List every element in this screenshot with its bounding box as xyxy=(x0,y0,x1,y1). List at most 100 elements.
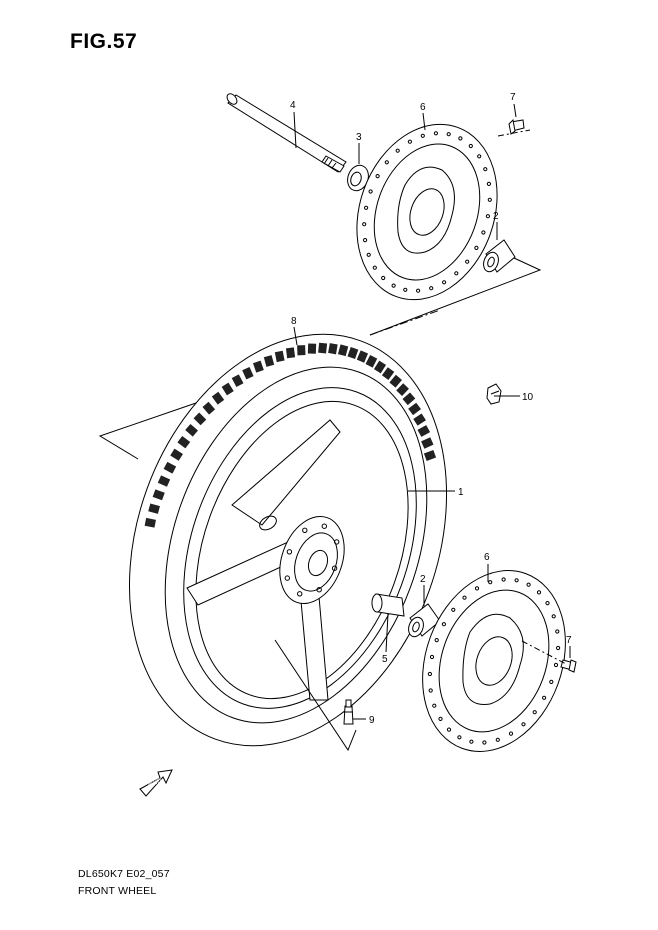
disc-hole xyxy=(372,265,377,270)
diagram-name: FRONT WHEEL xyxy=(78,885,157,897)
disc-hole xyxy=(555,629,560,634)
disc-hole xyxy=(556,645,561,651)
tread-block xyxy=(413,413,426,426)
disc-hole xyxy=(474,586,480,591)
tread-block xyxy=(177,435,191,449)
tread-block xyxy=(185,424,198,437)
callout-7-lower[interactable]: 7 xyxy=(566,635,572,646)
disc-hole xyxy=(488,580,493,585)
disc-hole xyxy=(391,283,396,288)
tread-block xyxy=(297,345,306,356)
callout-2-upper[interactable]: 2 xyxy=(493,211,499,222)
callout-5[interactable]: 5 xyxy=(382,654,388,665)
disc-hole xyxy=(286,549,293,555)
callout-7-upper[interactable]: 7 xyxy=(510,92,516,103)
disc-hole xyxy=(428,688,433,693)
tread-block xyxy=(285,347,296,359)
oil-seal[interactable] xyxy=(344,162,372,193)
tread-block xyxy=(318,342,328,354)
callout-4[interactable]: 4 xyxy=(290,100,296,111)
tread-block xyxy=(263,355,275,367)
callout-2-lower[interactable]: 2 xyxy=(420,574,426,585)
tread-block xyxy=(417,425,431,437)
disc-hole xyxy=(364,205,369,210)
disc-hole xyxy=(433,131,438,136)
leader-lines xyxy=(98,103,571,752)
callout-6-upper[interactable]: 6 xyxy=(420,102,426,113)
disc-hole xyxy=(446,727,452,732)
disc-hole xyxy=(451,607,456,612)
tread-block xyxy=(221,382,234,396)
tread-block xyxy=(389,374,402,388)
tread-block xyxy=(365,355,378,368)
disc-hole xyxy=(427,671,432,677)
tread-block xyxy=(144,517,156,528)
disc-hole xyxy=(429,286,434,291)
tread-block xyxy=(148,503,160,514)
callout-1[interactable]: 1 xyxy=(458,487,464,498)
tread-block xyxy=(396,383,409,396)
tread-block xyxy=(381,367,395,380)
tread-block xyxy=(408,402,422,416)
disc-hole xyxy=(403,287,408,292)
tread-block xyxy=(328,343,338,355)
disc-hole xyxy=(553,662,559,668)
tread-block xyxy=(211,391,225,405)
tread-block xyxy=(163,461,177,474)
balance-clip[interactable] xyxy=(486,383,502,405)
disc-hole xyxy=(366,252,371,257)
disc-hole xyxy=(474,245,479,250)
disc-hole xyxy=(434,638,439,643)
disc-hole xyxy=(362,222,367,227)
disc-hole xyxy=(526,582,531,587)
disc-hole xyxy=(420,133,425,138)
bearing-lower[interactable] xyxy=(406,603,441,639)
disc-hole xyxy=(375,174,380,179)
disc-hole xyxy=(407,139,412,144)
axle[interactable] xyxy=(225,92,347,173)
tread-block xyxy=(421,437,434,449)
brake-disc-upper[interactable] xyxy=(333,105,520,320)
figure-title: FIG.57 xyxy=(70,30,138,53)
disc-hole xyxy=(441,622,446,627)
disc-hole xyxy=(432,703,437,708)
disc-bolt-upper[interactable] xyxy=(508,118,525,135)
tread-block xyxy=(170,448,183,461)
disc-hole xyxy=(508,731,514,736)
tread-block xyxy=(402,392,416,406)
callout-3[interactable]: 3 xyxy=(356,132,362,143)
tread-block xyxy=(337,344,349,357)
disc-hole xyxy=(321,523,327,529)
disc-hole xyxy=(514,578,519,583)
tread-block xyxy=(373,360,387,374)
disc-hole xyxy=(316,587,322,593)
disc-hole xyxy=(438,716,443,722)
disc-hole xyxy=(521,722,526,727)
disc-bolt-lower[interactable] xyxy=(560,659,577,673)
callout-6-lower[interactable]: 6 xyxy=(484,552,490,563)
spacer[interactable] xyxy=(371,593,405,617)
tread-block xyxy=(356,350,369,363)
disc-hole xyxy=(482,740,487,745)
callout-10[interactable]: 10 xyxy=(522,392,534,403)
disc-hole xyxy=(487,197,492,202)
disc-hole xyxy=(331,565,338,571)
disc-hole xyxy=(368,189,373,194)
disc-hole xyxy=(462,595,467,600)
disc-hole xyxy=(542,695,547,700)
disc-hole xyxy=(384,160,389,165)
disc-hole xyxy=(381,275,386,281)
disc-hole xyxy=(468,143,473,149)
wheel-rim[interactable] xyxy=(142,355,459,741)
brake-disc-lower[interactable] xyxy=(398,550,589,771)
air-valve[interactable] xyxy=(343,699,354,725)
tread-block xyxy=(152,489,165,501)
disc-hole xyxy=(495,737,500,742)
disc-hole xyxy=(297,591,303,597)
callout-9[interactable]: 9 xyxy=(369,715,375,726)
disc-hole xyxy=(477,154,482,159)
disc-hole xyxy=(442,280,447,285)
callout-8[interactable]: 8 xyxy=(291,316,297,327)
bearing-upper[interactable] xyxy=(481,239,516,274)
tread-block xyxy=(423,450,437,461)
